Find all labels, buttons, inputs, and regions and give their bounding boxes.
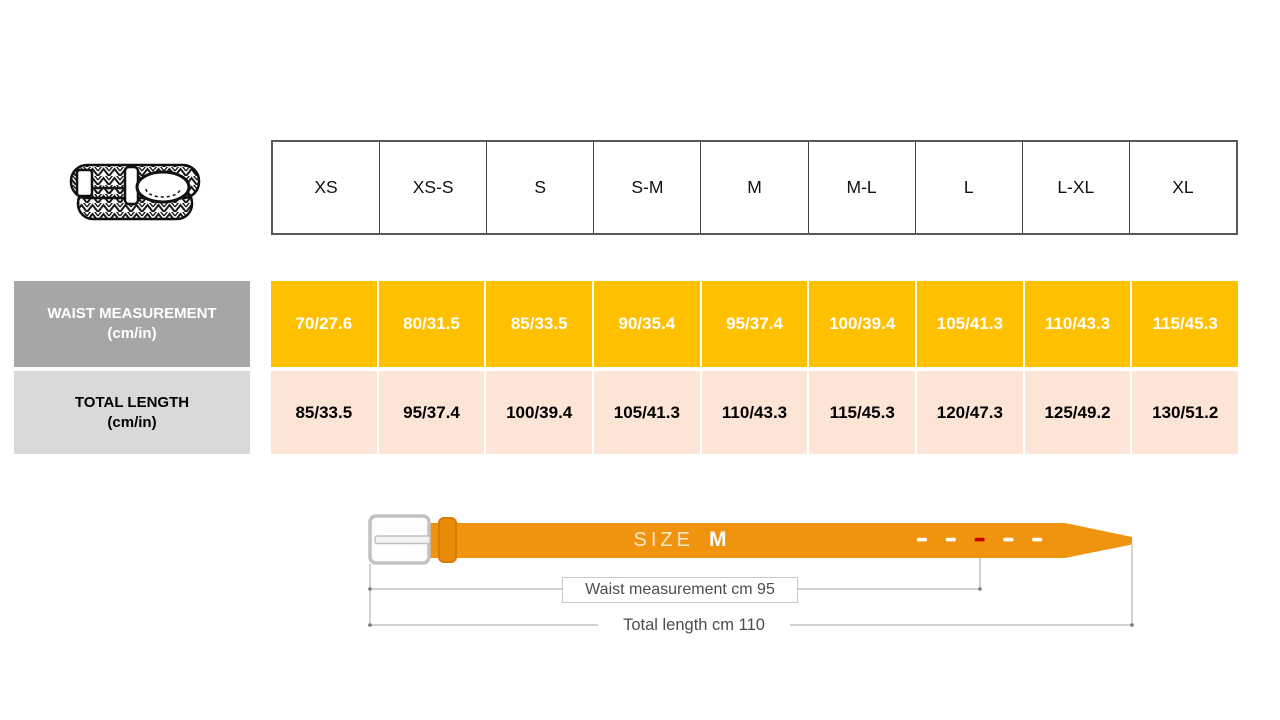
total-length-callout: Total length cm 110 — [598, 613, 790, 637]
size-header-cell: M — [701, 142, 809, 233]
measurement-ticks — [368, 587, 1134, 627]
measurement-value-cell: 100/39.4 — [486, 371, 593, 454]
belt-hole — [1003, 537, 1014, 542]
belt-buckle-prong — [374, 535, 431, 545]
size-header-cell: XL — [1172, 177, 1194, 197]
belt-keeper-loop — [438, 517, 457, 563]
measurement-value-cell: 115/45.3 — [1132, 281, 1239, 367]
braided-belt-illustration — [65, 158, 205, 230]
measurement-value-cell: 95/37.4 — [701, 281, 808, 367]
braided-belt-icon — [69, 163, 201, 221]
size-header-cell: XS-S — [380, 142, 488, 233]
size-label-prefix: SIZE — [633, 528, 694, 551]
total-length-text: Total length cm 110 — [623, 615, 765, 634]
belt-strap — [426, 523, 1132, 558]
measurement-value-cell: 85/33.5 — [271, 371, 377, 454]
measurement-value-cell: 70/27.6 — [271, 281, 377, 367]
measurement-value-cell: 80/31.5 — [378, 281, 485, 367]
waist-measurement-text: Waist measurement cm 95 — [585, 581, 775, 598]
size-header-cell: L-XL — [1023, 142, 1130, 233]
belt-size-label: SIZE M — [580, 524, 780, 556]
size-label-value: M — [708, 528, 727, 551]
measurement-value-cell: 100/39.4 — [809, 281, 916, 367]
size-header-cell: S — [487, 142, 595, 233]
measurement-value-cell: 125/49.2 — [1024, 371, 1131, 454]
total-label-line2: (cm/in) — [107, 413, 157, 431]
belt-hole — [945, 537, 956, 542]
total-length-row-label: TOTAL LENGTH (cm/in) — [14, 371, 250, 454]
size-header-cell: XS — [273, 142, 381, 233]
measurement-value-cell: 120/47.3 — [917, 371, 1023, 454]
waist-measurement-row-label: WAIST MEASUREMENT (cm/in) — [14, 281, 250, 367]
size-header-cell: M-L — [809, 142, 916, 233]
measurement-value-cell: 115/45.3 — [809, 371, 916, 454]
size-header-cell: L — [916, 142, 1023, 233]
belt-hole-selected — [974, 537, 985, 542]
belt-hole — [1032, 537, 1043, 542]
total-label-line1: TOTAL LENGTH — [74, 393, 190, 411]
waist-label-line1: WAIST MEASUREMENT — [47, 305, 217, 322]
measurement-value-cell: 85/33.5 — [486, 281, 593, 367]
size-header-cell: S-M — [594, 142, 702, 233]
belt-hole — [917, 537, 927, 542]
waist-label-line2: (cm/in) — [107, 325, 157, 342]
waist-measurement-callout: Waist measurement cm 95 — [562, 577, 798, 603]
measurement-value-cell: 105/41.3 — [594, 371, 700, 454]
measurement-value-cell: 90/35.4 — [594, 281, 700, 367]
belt-holes — [917, 537, 1043, 542]
measurement-value-cell: 105/41.3 — [917, 281, 1023, 367]
measurement-value-cell: 130/51.2 — [1132, 371, 1239, 454]
measurement-value-cell: 110/43.3 — [1024, 281, 1131, 367]
measurement-value-cell: 110/43.3 — [701, 371, 808, 454]
measurement-value-cell: 95/37.4 — [378, 371, 485, 454]
